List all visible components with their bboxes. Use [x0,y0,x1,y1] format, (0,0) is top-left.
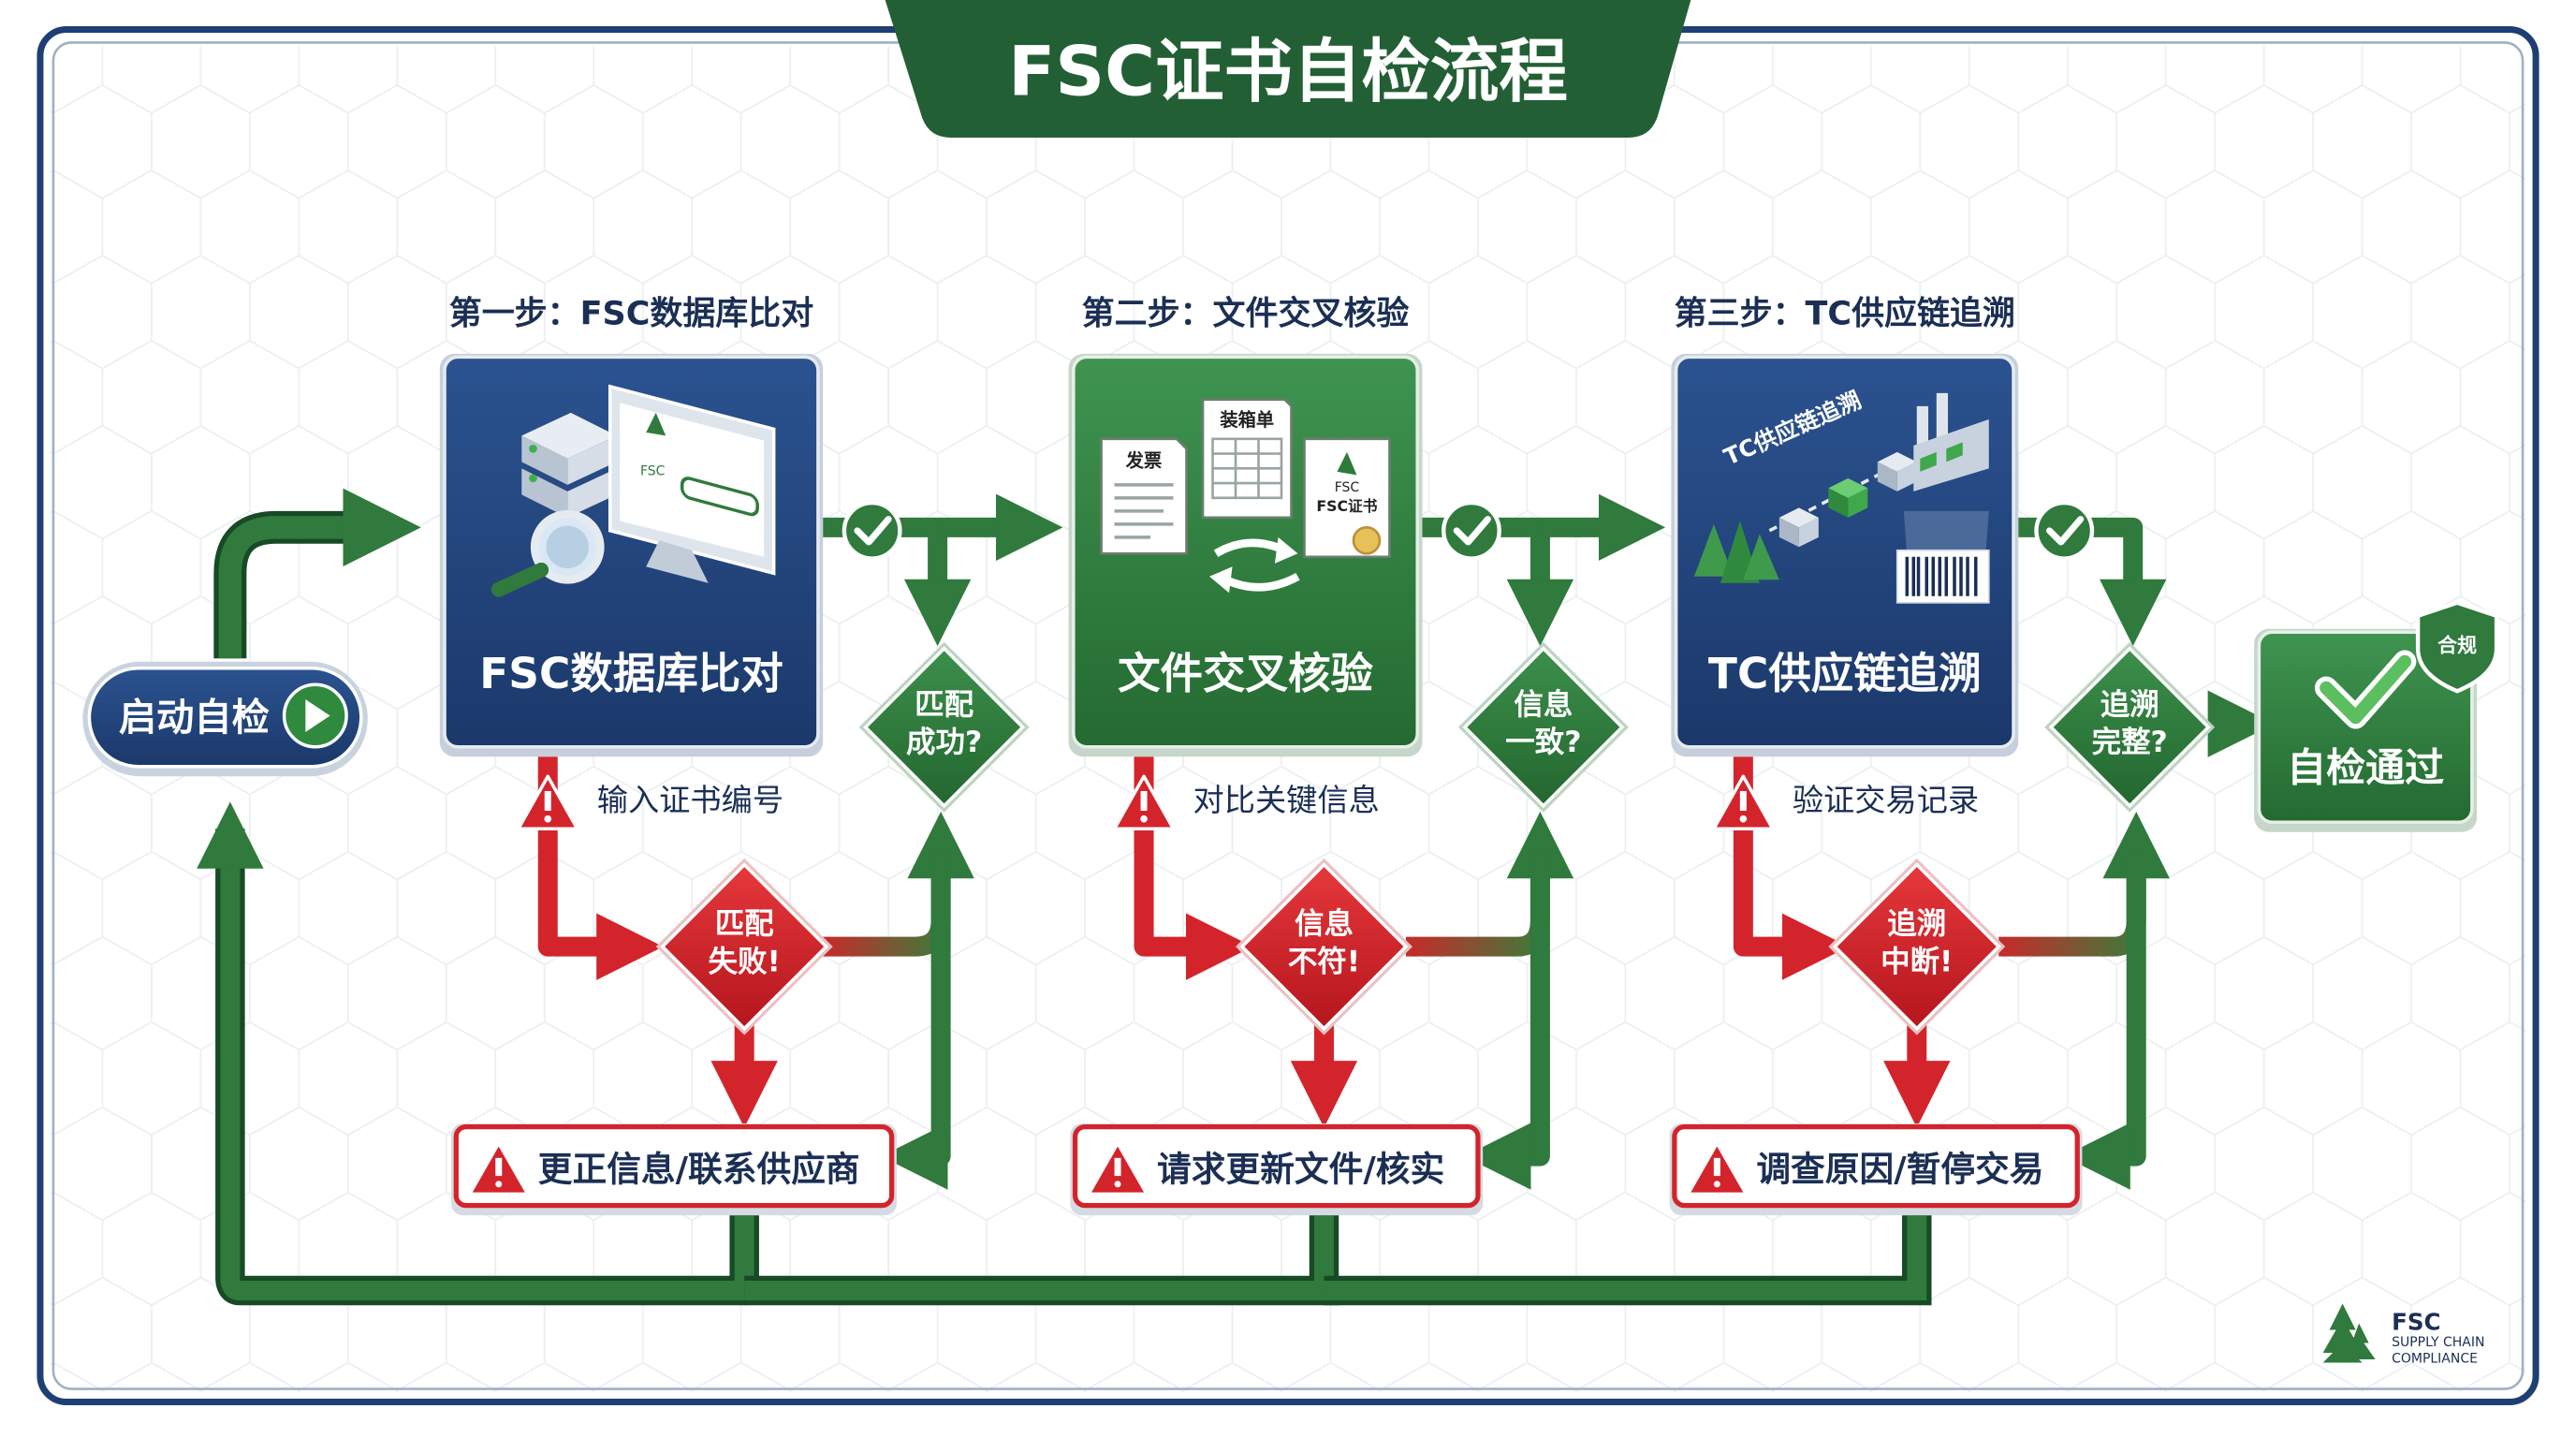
step1-card: FSC FSC数据库比对 [439,353,824,757]
decision-diamond-2: 信息 一致? [1457,641,1629,813]
barcode-icon [1895,510,1990,604]
step2-card: 发票 装箱单 FSC FSC证书 文件交叉核验 [1068,353,1423,757]
title-banner [885,0,1691,138]
monitor-icon: FSC [607,384,776,583]
seal-icon [1352,526,1382,555]
action-return-3 [2063,851,2146,1190]
action-return-2 [1464,851,1550,1190]
action-return-1 [881,851,951,1190]
step1-heading: 第一步：FSC数据库比对 [449,295,813,332]
action-3-label: 调查原因/暂停交易 [1756,1149,2043,1189]
svg-text:完整?: 完整? [2092,725,2168,759]
start-label: 启动自检 [119,697,270,740]
svg-text:发票: 发票 [1125,450,1162,472]
pass-card: 自检通过 合规 [2254,600,2499,832]
warning-icon [1712,774,1775,830]
step2-hint: 对比关键信息 [1193,782,1380,818]
forest-icon [1693,521,1779,583]
tree-logo-icon [1337,451,1357,476]
svg-text:成功?: 成功? [906,726,982,759]
svg-text:匹配: 匹配 [915,688,973,722]
step3-card: TC供应链追溯 [1671,353,2019,757]
action-box-3: 调查原因/暂停交易 [1669,1123,2083,1216]
svg-text:追溯: 追溯 [1887,906,1946,941]
compliance-badge: 合规 [2437,634,2477,656]
screen-logo-caption: FSC [640,463,665,478]
start-button[interactable]: 启动自检 [82,661,368,777]
decision-diamond-3: 追溯 完整? [2044,641,2216,813]
fail-diamond-3: 追溯 中断! [1828,858,2006,1035]
action-box-1: 更正信息/联系供应商 [451,1123,897,1216]
server-icon [521,412,617,518]
svg-text:FSC: FSC [1335,480,1359,495]
factory-icon [1913,392,1989,492]
svg-text:一致?: 一致? [1505,726,1581,759]
svg-text:信息: 信息 [1514,687,1573,722]
pass-label: 自检通过 [2287,744,2444,790]
action-1-label: 更正信息/联系供应商 [538,1149,860,1189]
decision-diamond-1: 匹配 成功? [858,641,1030,813]
packing-list-doc-icon: 装箱单 [1201,398,1293,520]
start-arrow-fill [218,488,421,659]
invoice-doc-icon: 发票 [1100,437,1188,555]
action-box-2: 请求更新文件/核实 [1070,1123,1484,1216]
fsc-footer-logo: FSC SUPPLY CHAIN COMPLIANCE [2322,1303,2484,1367]
svg-text:匹配: 匹配 [715,907,774,941]
step3-heading: 第三步：TC供应链追溯 [1675,294,2015,332]
footer-logo-line2: COMPLIANCE [2392,1352,2478,1367]
tree-logo-icon [646,412,666,436]
swap-arrows-icon [1209,536,1300,594]
screen-search-bar [680,477,759,517]
cube-icon [1828,477,1868,518]
check-badge-1 [842,500,902,561]
certificate-doc-icon: FSC FSC证书 [1303,437,1391,559]
svg-text:不符!: 不符! [1288,945,1360,978]
return-loop-fill [197,801,754,1301]
warning-icon [1112,774,1176,830]
magnifier-icon [490,509,605,597]
cube-icon [1877,451,1917,492]
svg-text:信息: 信息 [1295,906,1354,941]
svg-text:追溯: 追溯 [2100,687,2159,722]
warning-icon [517,774,579,830]
check-badge-3 [2034,500,2095,561]
svg-text:FSC证书: FSC证书 [1316,497,1377,515]
fail-diamond-2: 信息 不符! [1236,858,1412,1035]
svg-text:中断!: 中断! [1881,945,1953,978]
shield-icon: 合规 [2415,600,2499,694]
step3-card-label: TC供应链追溯 [1708,649,1982,698]
action-2-label: 请求更新文件/核实 [1157,1149,1444,1189]
return-loop-3-fill [1324,1215,1927,1301]
footer-logo-line1: SUPPLY CHAIN [2392,1335,2484,1350]
step1-hint: 输入证书编号 [597,782,783,818]
svg-text:装箱单: 装箱单 [1219,409,1274,431]
step1-card-label: FSC数据库比对 [479,649,783,698]
footer-logo-name: FSC [2392,1309,2440,1336]
cube-icon [1778,507,1819,548]
step3-hint: 验证交易记录 [1793,782,1979,818]
step2-card-label: 文件交叉核验 [1118,649,1373,698]
svg-text:失败!: 失败! [709,945,781,978]
step2-heading: 第二步：文件交叉核验 [1082,294,1410,332]
page-title: FSC证书自检流程 [1008,32,1568,111]
check-badge-2 [1442,500,1501,561]
